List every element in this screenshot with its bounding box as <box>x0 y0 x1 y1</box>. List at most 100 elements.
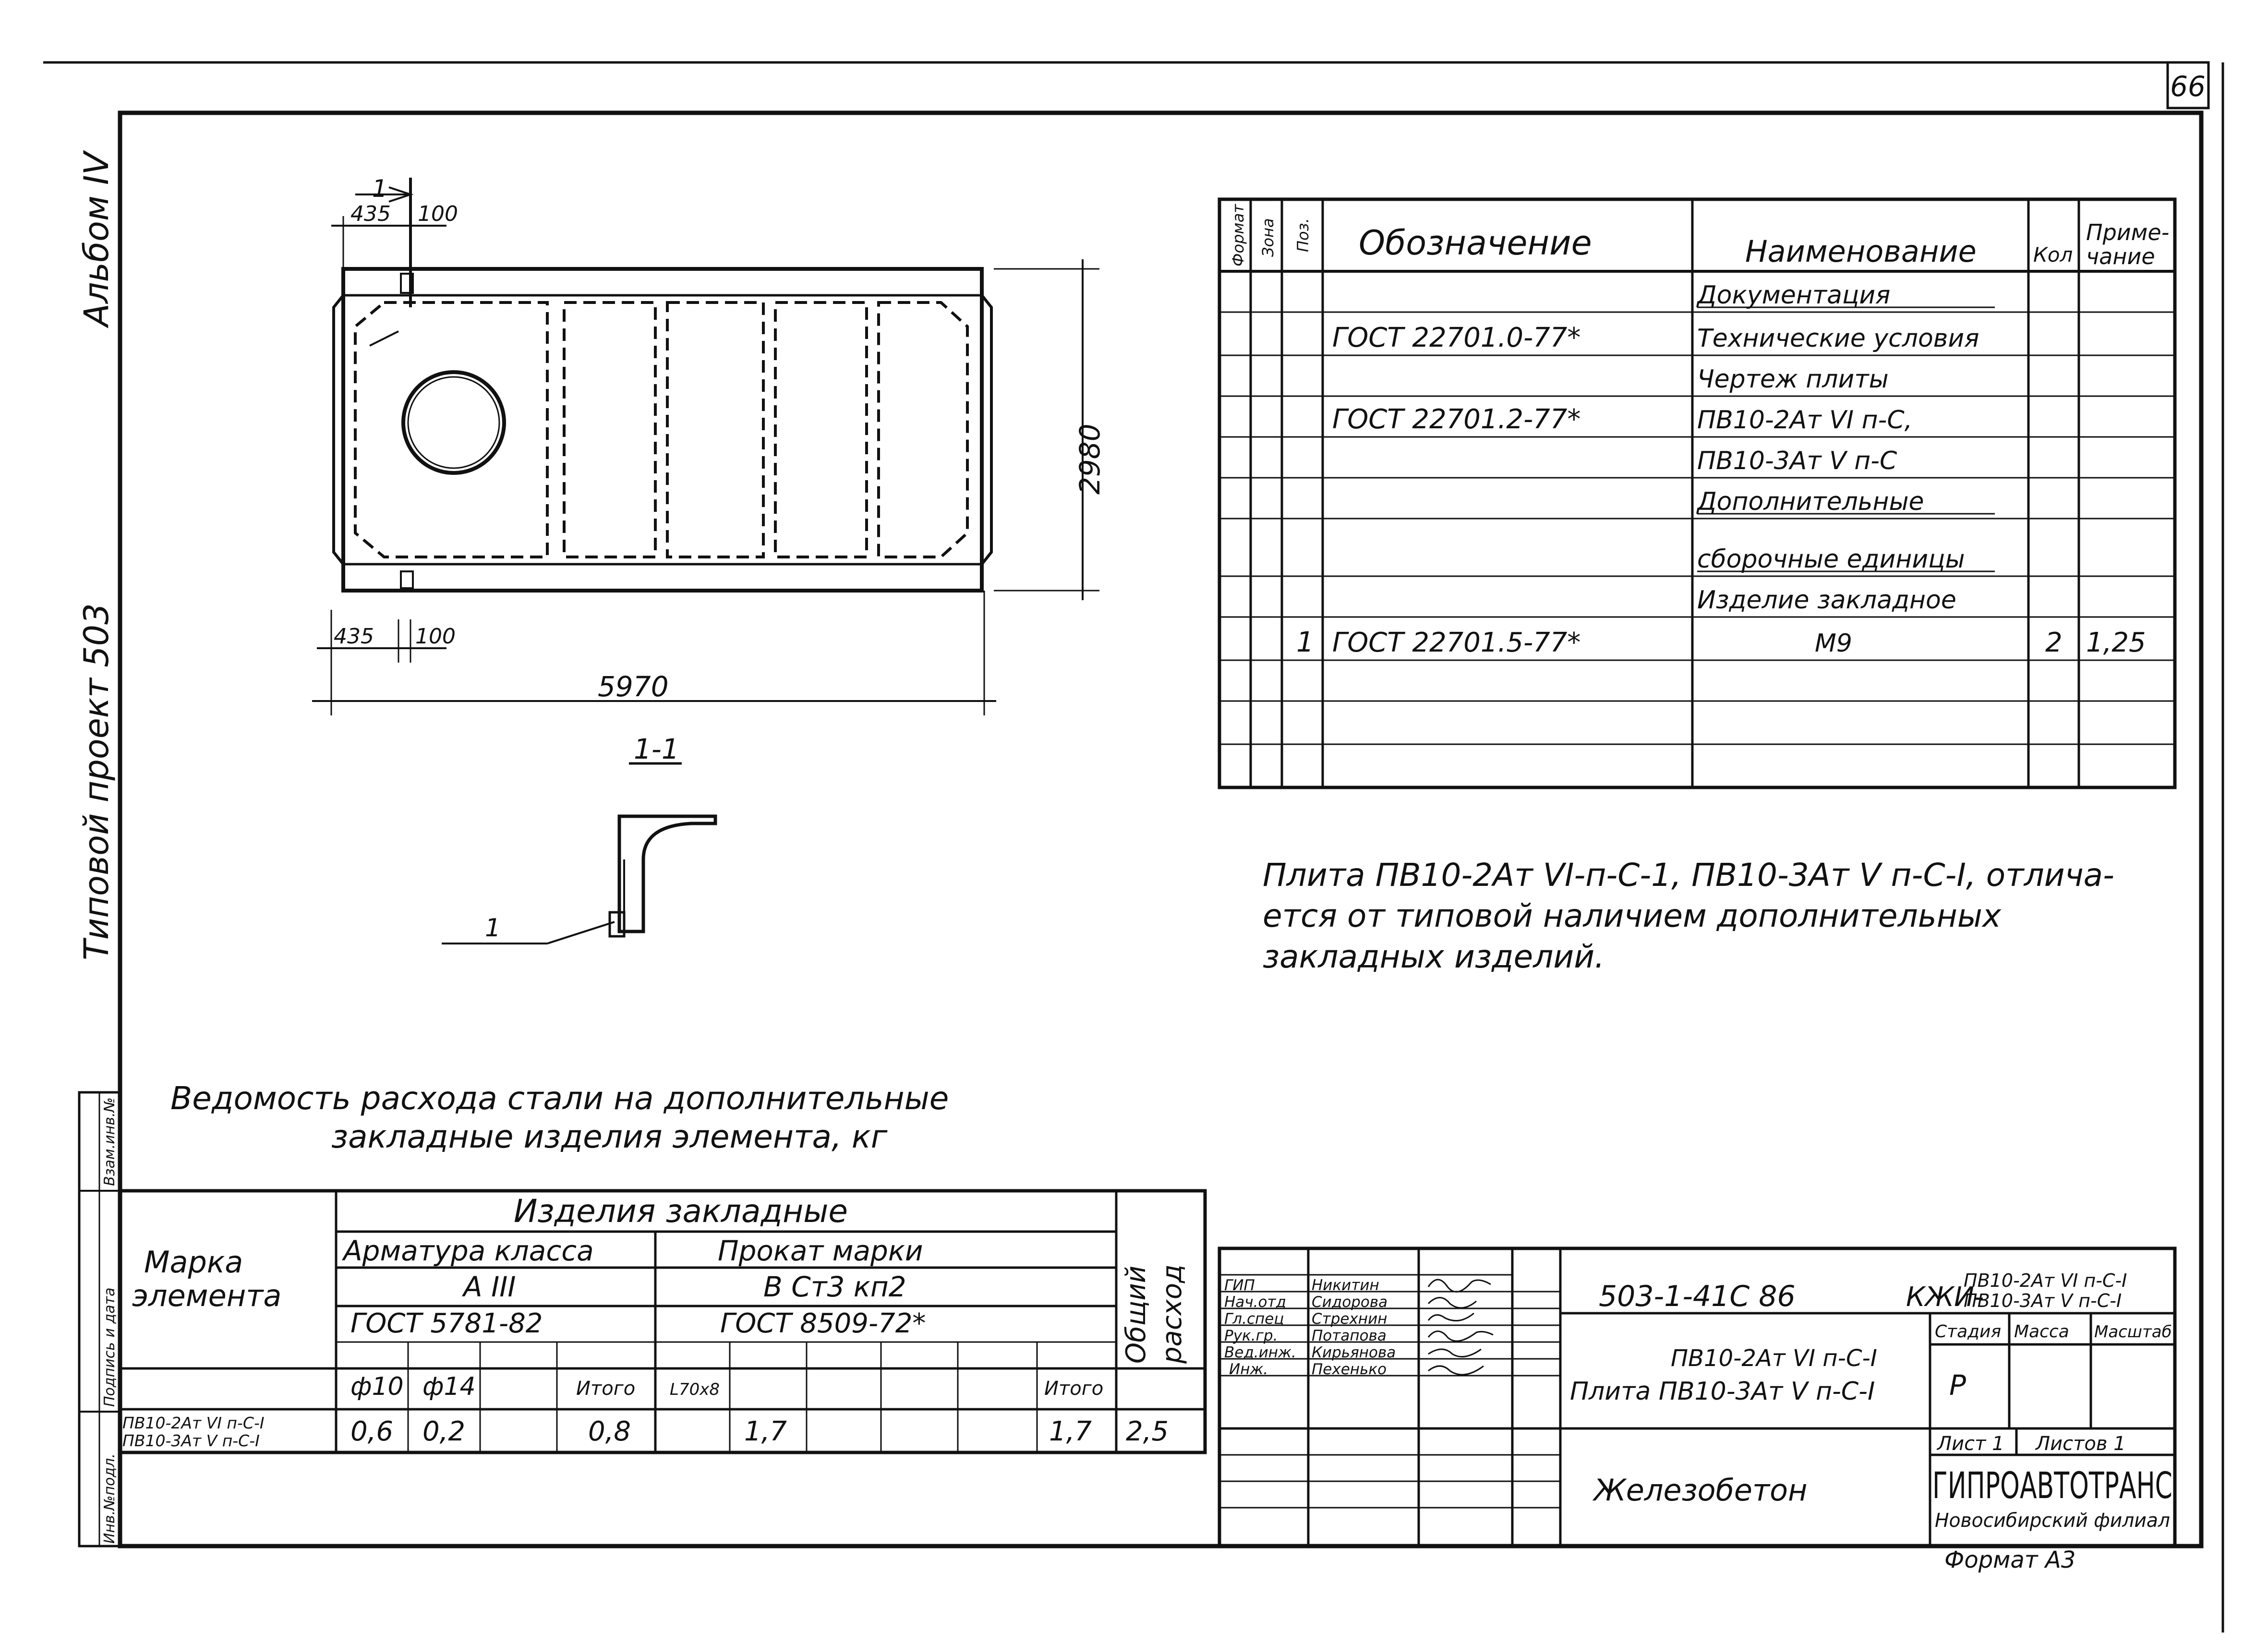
steel-h-total-1: Общий <box>1121 1266 1152 1364</box>
tb-material: Железобетон <box>1592 1473 1808 1508</box>
dim-435-bottom: 435 <box>334 624 374 649</box>
steel-h-rebar-class: A III <box>461 1270 516 1303</box>
steel-row-mark-2: ПВ10-3Ат V п-С-I <box>122 1431 260 1450</box>
sheet-frame <box>118 110 2204 1548</box>
note-line-3: закладных изделий. <box>1263 938 1604 975</box>
tb-mass-label: Масса <box>2014 1322 2069 1342</box>
tb-role-6: Инж. <box>1229 1361 1268 1378</box>
steel-c-d14: ф14 <box>422 1372 476 1401</box>
approval-strip: Инв.№подл. Подпись и дата Взам.инв.№ <box>78 1091 121 1548</box>
embedded-part-top <box>400 273 414 294</box>
spec-name: Чертеж плиты <box>1697 365 1889 394</box>
steel-h-rebar-gost: ГОСТ 5781-82 <box>350 1308 543 1339</box>
spec-note: 1,25 <box>2086 627 2146 658</box>
spec-designation: ГОСТ 22701.0-77* <box>1332 322 1580 353</box>
steel-v-total: 2,5 <box>1126 1416 1169 1447</box>
section-mark-top: 1 <box>372 175 387 203</box>
title-block: ГИП Нач.отд Гл.спец Рук.гр. Вед.инж. Инж… <box>1218 1246 2177 1573</box>
spec-name: Дополнительные <box>1696 487 1924 516</box>
slab-plan: 1 435 100 435 100 5970 2980 <box>312 175 1106 715</box>
steel-h-mark-1: Марка <box>144 1245 243 1280</box>
spec-h-note-2: чание <box>2086 243 2155 269</box>
tb-kzhi-line-2: ПВ10-3Ат V п-С-I <box>1964 1290 2122 1311</box>
dim-width: 2980 <box>1074 423 1106 495</box>
tb-name-6: Пехенько <box>1312 1361 1387 1378</box>
tb-scale-label: Масштаб <box>2094 1322 2172 1342</box>
tb-role-4: Рук.гр. <box>1224 1327 1278 1344</box>
tb-name-4: Потапова <box>1312 1327 1387 1344</box>
steel-v-d10: 0,6 <box>350 1416 393 1447</box>
slab-outline <box>341 267 984 593</box>
dim-100-top: 100 <box>418 202 458 226</box>
tb-role-3: Гл.спец <box>1224 1310 1284 1328</box>
steel-v-sum1: 0,8 <box>588 1416 631 1447</box>
steel-table: Ведомость расхода стали на дополнительны… <box>118 1080 1207 1454</box>
tb-format: Формат А3 <box>1944 1547 2075 1573</box>
spec-h-format: Формат <box>1229 204 1247 266</box>
steel-h-mark-2: элемента <box>132 1278 281 1313</box>
dim-100-bottom: 100 <box>415 624 456 649</box>
album-label: Альбом IV <box>77 150 116 328</box>
section-profile <box>617 814 717 933</box>
spec-name: Изделие закладное <box>1697 586 1956 615</box>
spec-h-pos: Поз. <box>1294 218 1312 252</box>
steel-v-sum2: 1,7 <box>1049 1416 1092 1447</box>
spec-name: сборочные единицы <box>1697 545 1965 574</box>
spec-designation: ГОСТ 22701.5-77* <box>1332 627 1580 658</box>
steel-h-rolled-gost: ГОСТ 8509-72* <box>720 1308 926 1339</box>
section-title: 1-1 <box>634 733 679 765</box>
spec-name: Технические условия <box>1697 324 1979 353</box>
note-line-1: Плита ПВ10-2Ат VI-п-С-1, ПВ10-3Ат V п-С-… <box>1263 857 2114 894</box>
spec-name: Документация <box>1696 281 1890 310</box>
tb-sheet: Лист 1 <box>1936 1433 2004 1455</box>
spec-h-designation: Обозначение <box>1359 223 1592 263</box>
strip-inv-label: Инв.№подл. <box>101 1453 118 1544</box>
steel-row-mark-1: ПВ10-2Ат VI п-С-I <box>122 1414 265 1432</box>
tb-branch: Новосибирский филиал <box>1935 1510 2170 1532</box>
signatures <box>1427 1279 1494 1376</box>
tb-org: ГИПРОАВТОТРАНС <box>1932 1464 2172 1507</box>
project-label: Типовой проект 503 <box>77 603 116 960</box>
steel-c-sum2: Итого <box>1044 1378 1103 1400</box>
strip-replace-label: Взам.инв.№ <box>101 1097 118 1186</box>
tb-code: 503-1-41С 86 <box>1599 1280 1796 1313</box>
spec-h-name: Наименование <box>1745 234 1977 269</box>
steel-title-2: закладные изделия элемента, кг <box>331 1118 888 1155</box>
steel-h-rolled: Прокат марки <box>718 1234 923 1267</box>
tb-name-2: Сидорова <box>1312 1294 1387 1311</box>
steel-h-rebar: Арматура класса <box>341 1234 594 1267</box>
spec-h-qty: Кол <box>2033 243 2073 266</box>
spec-h-note-1: Приме- <box>2086 219 2169 245</box>
lifting-hole <box>401 370 506 475</box>
tb-title-line-1: ПВ10-2Ат VI п-С-I <box>1671 1345 1877 1372</box>
tb-stage-value: Р <box>1949 1369 1966 1402</box>
steel-v-angle: 1,7 <box>744 1416 787 1447</box>
steel-c-sum1: Итого <box>576 1378 635 1400</box>
note-line-2: ется от типовой наличием дополнительных <box>1263 897 2002 934</box>
steel-v-d14: 0,2 <box>422 1416 465 1447</box>
spec-name: ПВ10-2Ат VI п-С, <box>1697 406 1912 435</box>
tb-role-1: ГИП <box>1224 1277 1255 1294</box>
steel-c-angle: L70х8 <box>670 1380 720 1399</box>
steel-h-total-2: расход <box>1157 1264 1188 1364</box>
dim-length: 5970 <box>598 670 669 703</box>
strip-sign-label: Подпись и дата <box>101 1288 118 1407</box>
tb-kzhi: КЖИ- <box>1906 1282 1984 1313</box>
callout-1: 1 <box>485 914 501 943</box>
steel-c-d10: ф10 <box>350 1372 404 1401</box>
tb-stage-label: Стадия <box>1935 1322 2001 1342</box>
tb-sheets: Листов 1 <box>2035 1433 2126 1455</box>
note: Плита ПВ10-2Ат VI-п-С-1, ПВ10-3Ат V п-С-… <box>1263 857 2114 975</box>
spec-qty: 2 <box>2045 627 2063 658</box>
spec-name: М9 <box>1815 629 1852 658</box>
spec-designation: ГОСТ 22701.2-77* <box>1332 404 1580 435</box>
page-number: 66 <box>2170 70 2206 103</box>
tb-name-5: Кирьянова <box>1312 1344 1396 1361</box>
steel-h-embedded: Изделия закладные <box>514 1193 848 1230</box>
tb-name-1: Никитин <box>1312 1277 1379 1294</box>
spec-h-zone: Зона <box>1259 218 1277 257</box>
steel-h-rolled-grade: В Ст3 кп2 <box>763 1270 906 1303</box>
specification-table: Формат Зона Поз. Обозначение Наименовани… <box>1218 197 2177 789</box>
tb-name-3: Стрехнин <box>1312 1310 1387 1328</box>
